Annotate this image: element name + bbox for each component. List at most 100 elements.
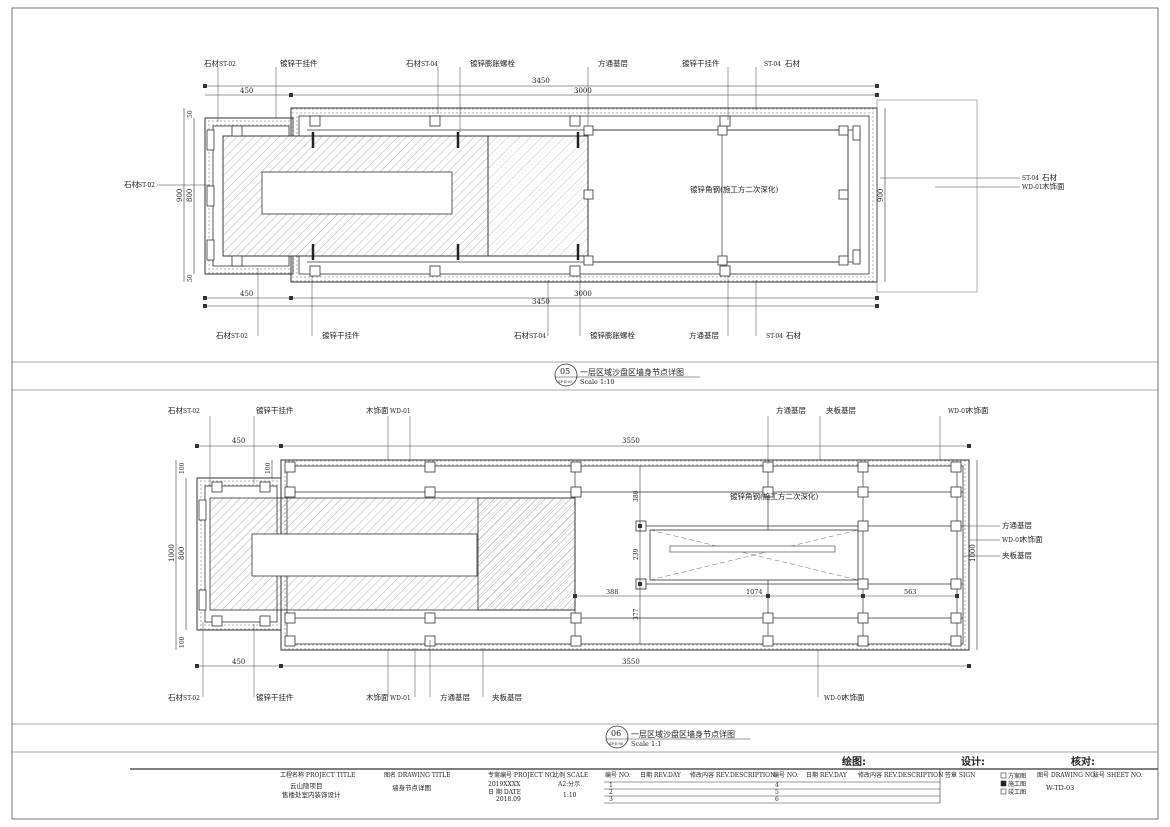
label-stone-left: 石材 <box>124 179 139 189</box>
tb-date: 2018.09 <box>496 796 521 803</box>
tag-st02-top: ST-02 <box>219 61 236 68</box>
label-stone-bottom-mid: 石材 <box>514 330 529 340</box>
dim-05-bottom-inner: 3000 <box>574 290 592 298</box>
label-wood-br: 木饰面 <box>842 692 865 702</box>
label-plywood-right: 夹板基层 <box>1002 550 1032 560</box>
label-hanger-top-left: 镀锌干挂件 <box>280 58 318 68</box>
tb-drawing-title: 墙身节点详图 <box>392 783 431 792</box>
label-plywood-bottom: 夹板基层 <box>492 692 522 702</box>
tag-wd01-right: WD-01 <box>1022 184 1043 191</box>
drawing-06-number: 06 <box>611 729 621 738</box>
tb-rev-desc-2: 修改内容 REV.DESCRIPTION <box>858 771 943 779</box>
tag-st02-bl: ST-02 <box>183 695 200 702</box>
drawing-05-sheet-ref: SF-II-05 <box>558 380 572 384</box>
stage-construction-checkbox[interactable] <box>1000 780 1007 787</box>
tag-wd01-top: WD-01 <box>390 408 411 415</box>
tb-drawing-title-label: 图名 DRAWING TITLE <box>384 771 451 779</box>
tb-rev-row-4: 4 <box>775 782 779 789</box>
label-wood-right-06: 木饰面 <box>1020 534 1043 544</box>
label-plywood-top: 夹板基层 <box>826 405 856 415</box>
label-wood-bottom: 木饰面 <box>366 692 389 702</box>
dim-05-bottom-overall: 3450 <box>532 298 550 306</box>
label-stone-st04-top: 石材 <box>406 58 421 68</box>
drawing-05-plan <box>157 67 1020 336</box>
dim-06-388: 388 <box>606 588 618 596</box>
tag-st02-bottom-left: ST-02 <box>231 333 248 340</box>
tb-stage-construction: 施工图 <box>1008 780 1026 788</box>
stage-asbuilt-checkbox[interactable] <box>1000 788 1007 795</box>
tag-st04-top: ST-04 <box>421 61 438 68</box>
drawing-05-number: 05 <box>560 367 570 376</box>
dim-06-563: 563 <box>904 588 916 596</box>
tag-st04-top-right: ST-04 <box>764 61 781 68</box>
drawing-05-scale: Scale 1:10 <box>580 378 615 386</box>
tb-rev-date-2: 日期 REV.DAY <box>806 771 848 779</box>
tb-scale-a2: A2:分示 <box>557 780 580 788</box>
label-angle-steel-06: 镀锌角钢(施工方二次深化) <box>730 491 818 501</box>
label-hanger-tl: 镀锌干挂件 <box>256 405 294 415</box>
tb-design: 设计: <box>961 755 985 768</box>
dim-06-380: 380 <box>633 490 640 502</box>
tb-rev-date: 日期 REV.DAY <box>640 771 682 779</box>
label-hanger-bl: 镀锌干挂件 <box>256 692 294 702</box>
label-square-tube-right: 方通基层 <box>1002 520 1032 530</box>
drawing-05-callout <box>554 363 578 387</box>
tb-sign: 签章 SIGN <box>945 771 975 779</box>
dim-06-left-mid: 800 <box>178 547 186 560</box>
tb-check: 核对: <box>1071 755 1095 768</box>
tb-project-name-1: 云山隐项目 <box>290 781 323 790</box>
drawing-06-plan <box>175 416 1000 697</box>
tag-wd01-bottom: WD-01 <box>390 695 411 702</box>
tag-wd01-right: WD-01 <box>1002 537 1023 544</box>
tag-st04-right: ST-04 <box>1022 175 1039 182</box>
tb-project-label: 工程名称 PROJECT TITLE <box>280 771 355 779</box>
dim-06-left-bottom: 100 <box>179 636 186 648</box>
drawing-06-sheet-ref: SF-II-06 <box>609 742 623 746</box>
tb-rev-row-6: 6 <box>775 796 779 803</box>
tb-stage-asbuilt: 竣工图 <box>1008 788 1026 796</box>
dim-06-left-total: 1000 <box>168 544 176 562</box>
dim-06-inner-top: 100 <box>265 462 272 474</box>
dim-05-left-total: 900 <box>176 189 184 202</box>
dim-06-top-right: 3550 <box>622 437 640 445</box>
sheet-border <box>11 7 1159 820</box>
tb-date-label: 日 期 DATE <box>488 788 521 796</box>
label-stone-right: 石材 <box>1042 172 1058 182</box>
dim-05-top-overall: 3450 <box>532 77 550 85</box>
drawing-05-title: 一层区域沙盘区墙身节点详图 <box>580 367 684 377</box>
label-stone-bl: 石材 <box>168 692 183 702</box>
tag-wd01-br: WD-01 <box>824 695 845 702</box>
stage-scheme-checkbox[interactable] <box>1000 772 1007 779</box>
label-expansion-bolt-top: 镀锌膨胀螺栓 <box>470 58 515 68</box>
dim-06-bottom-left: 450 <box>232 658 245 666</box>
label-square-tube-bottom-06: 方通基层 <box>440 692 470 702</box>
label-wood-right: 木饰面 <box>1042 181 1065 191</box>
tb-rev-no: 编号 NO. <box>605 771 631 779</box>
tb-rev-row-3: 3 <box>609 796 613 803</box>
tb-scale-label: 比例 SCALE <box>553 771 588 779</box>
tb-drawing-no: W-TD-03 <box>1046 784 1074 792</box>
tb-project-name-2: 售楼处室内装饰设计 <box>282 790 341 799</box>
drawing-06-scale: Scale 1:1 <box>631 740 661 748</box>
dim-05-left-bottom: 50 <box>187 274 194 282</box>
label-hanger-top-right: 镀锌干挂件 <box>682 58 720 68</box>
label-stone-st02-top: 石材 <box>204 58 219 68</box>
label-stone-top-right: 石材 <box>785 58 800 68</box>
tag-st02-left: ST-02 <box>138 182 155 189</box>
dim-06-bottom-right: 3550 <box>622 658 640 666</box>
label-square-tube-bottom: 方通基层 <box>689 330 719 340</box>
label-wood-top: 木饰面 <box>366 405 389 415</box>
tb-rev-desc: 修改内容 REV.DESCRIPTION <box>690 771 775 779</box>
tb-scale-value: 1:10 <box>563 792 577 799</box>
drawing-06-callout <box>605 725 629 749</box>
dim-06-1074: 1074 <box>746 588 763 596</box>
drawing-06-title: 一层区域沙盘区墙身节点详图 <box>631 729 735 739</box>
dim-05-top-inner: 3000 <box>574 87 592 95</box>
dim-06-right-total: 1000 <box>969 544 977 562</box>
label-stone-bottom-right: 石材 <box>786 330 801 340</box>
tb-rev-row-1: 1 <box>609 782 613 789</box>
tb-drawn: 绘图: <box>842 755 866 768</box>
dim-05-top-left: 450 <box>240 87 253 95</box>
title-block-grid <box>130 768 1158 804</box>
tag-wd01-tr: WD-01 <box>948 408 969 415</box>
